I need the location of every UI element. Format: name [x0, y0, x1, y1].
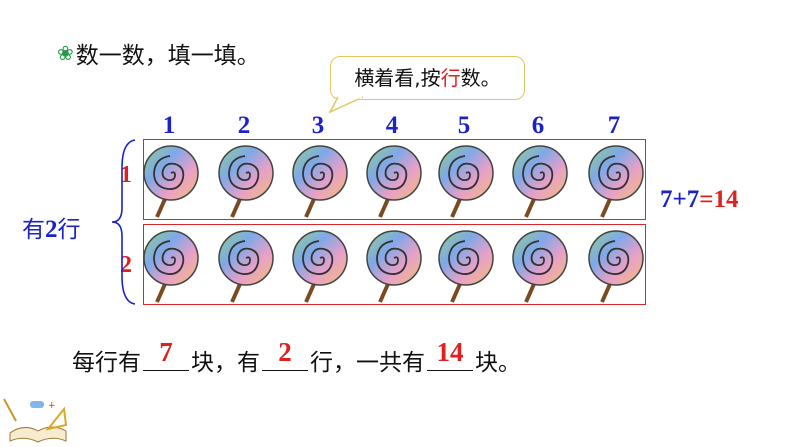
column-number-3: 3 [311, 112, 325, 139]
sentence-part: 每行有 [72, 350, 141, 376]
lollipop-icon [512, 230, 568, 303]
lollipop-icon [588, 145, 644, 218]
column-number-4: 4 [385, 112, 399, 139]
flower-icon: ❀ [57, 41, 74, 65]
equals-sign: = [699, 186, 714, 213]
sentence-part: 块。 [475, 350, 521, 376]
lollipop-icon [438, 230, 494, 303]
lollipop-icon [588, 230, 644, 303]
answer-blank-rows[interactable]: 2 [262, 339, 308, 371]
book-stationery-icon: + [3, 398, 68, 443]
brace-icon [111, 139, 136, 305]
column-number-5: 5 [457, 112, 471, 139]
fill-in-sentence: 每行有 7 块，有 2 行，一共有 14 块。 [72, 339, 521, 377]
lollipop-icon [512, 145, 568, 218]
answer-blank-per-row[interactable]: 7 [143, 339, 189, 371]
lollipop-icon [143, 145, 199, 218]
hint-text: 横着看,按 [354, 66, 441, 90]
lollipop-icon [218, 230, 274, 303]
hint-text-end: 数。 [460, 66, 501, 90]
lollipop-icon [366, 145, 422, 218]
equation: 7+7=14 [660, 186, 739, 214]
row-label-1: 1 [120, 162, 132, 188]
equation-result: 14 [713, 186, 739, 213]
row-label-2: 2 [120, 252, 132, 278]
hint-speech-bubble: 横着看,按行数。 [330, 56, 525, 100]
sentence-part: 行，一共有 [310, 350, 425, 376]
lollipop-icon [292, 145, 348, 218]
row-count-label: 有2行 [22, 216, 81, 243]
row-box-1 [143, 139, 646, 220]
lollipop-icon [143, 230, 199, 303]
column-number-7: 7 [607, 112, 621, 139]
title-text: 数一数，填一填。 [75, 43, 260, 69]
svg-text:+: + [48, 401, 56, 411]
lollipop-icon [438, 145, 494, 218]
lollipop-icon [218, 145, 274, 218]
equation-lhs: 7+7 [660, 186, 700, 213]
bubble-tail [328, 96, 364, 114]
sentence-part: 块，有 [191, 350, 260, 376]
row-box-2 [143, 224, 646, 305]
hint-highlight: 行 [440, 66, 461, 90]
column-number-1: 1 [162, 112, 176, 139]
column-number-2: 2 [237, 112, 251, 139]
column-number-6: 6 [531, 112, 545, 139]
answer-blank-total[interactable]: 14 [427, 339, 473, 371]
lollipop-icon [292, 230, 348, 303]
lollipop-icon [366, 230, 422, 303]
exercise-title: ❀ 数一数，填一填。 [57, 36, 260, 70]
